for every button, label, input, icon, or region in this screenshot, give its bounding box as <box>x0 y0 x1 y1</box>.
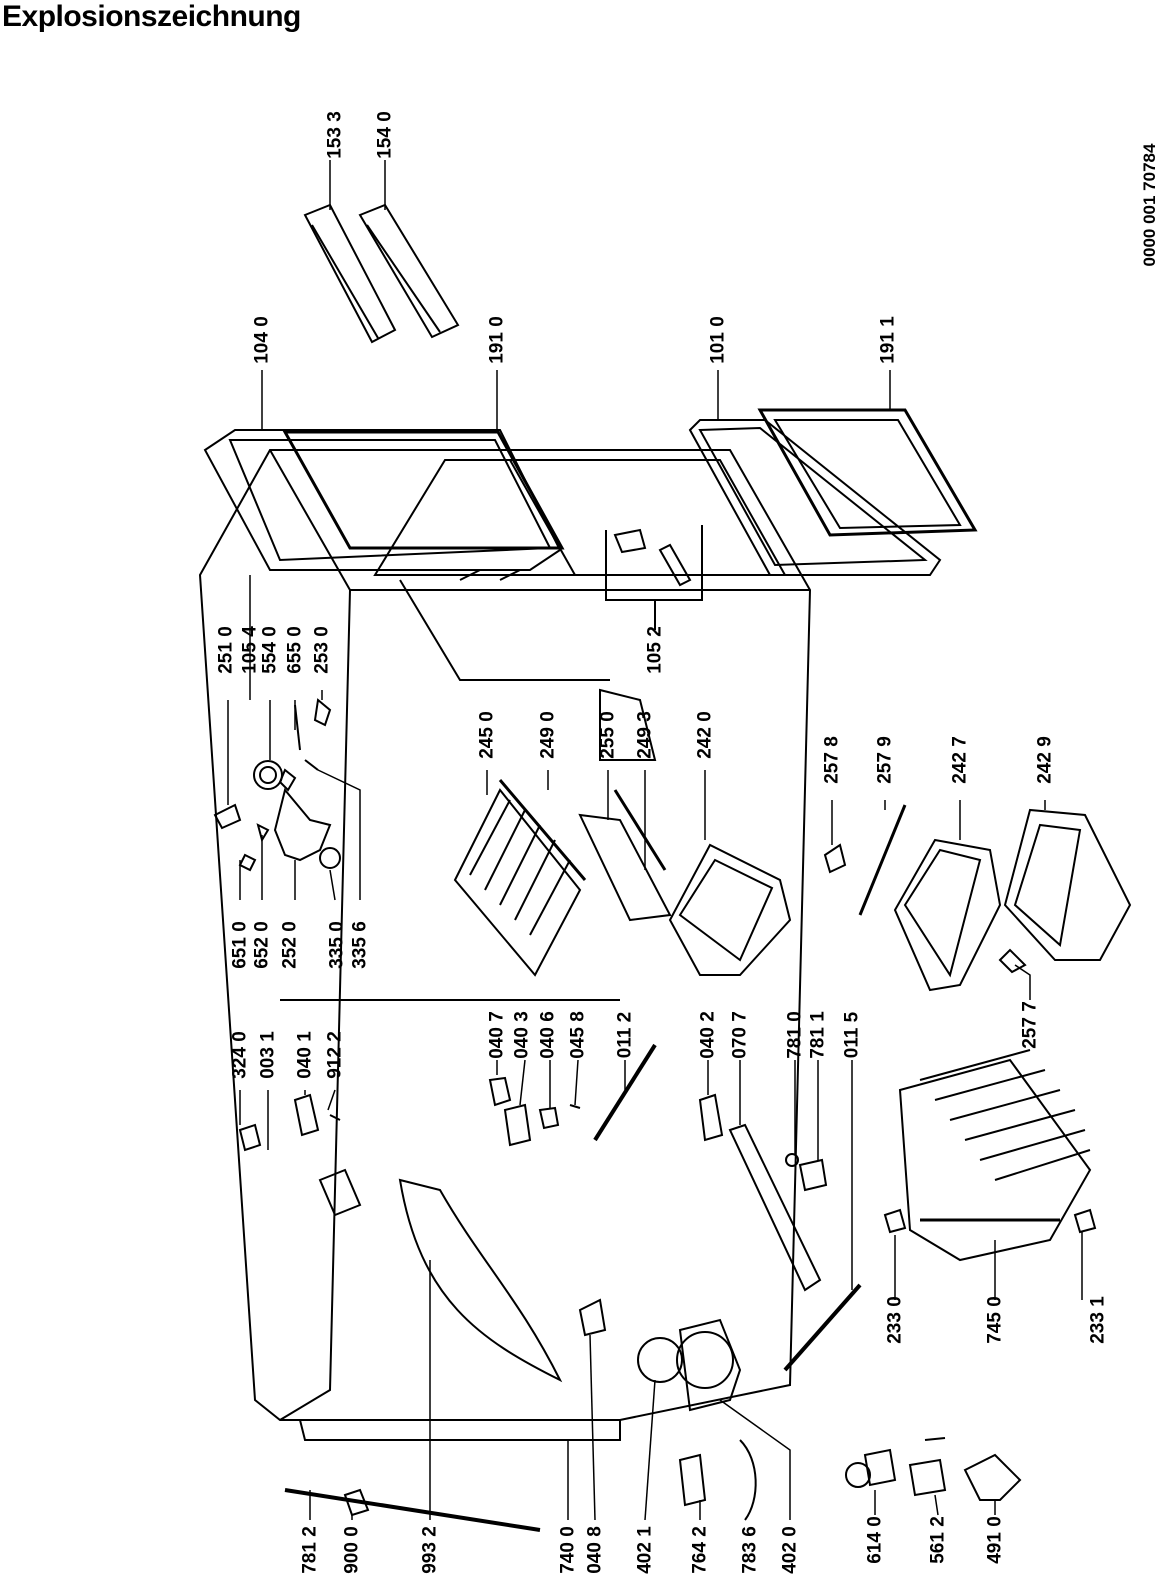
part-label: 105 4 <box>239 626 261 674</box>
part-label: 003 1 <box>257 1031 279 1079</box>
part-label: 251 0 <box>215 626 237 674</box>
part-label: 655 0 <box>284 626 306 674</box>
part-label: 040 1 <box>294 1031 316 1079</box>
hinges-and-fittings <box>238 1043 862 1372</box>
part-label: 402 0 <box>779 1526 801 1574</box>
part-label: 651 0 <box>229 921 251 969</box>
part-label: 040 8 <box>584 1526 606 1574</box>
part-label: 257 7 <box>1019 1001 1041 1049</box>
part-label: 105 2 <box>644 626 666 674</box>
part-label: 255 0 <box>597 711 619 759</box>
part-label: 233 0 <box>884 1296 906 1344</box>
part-label: 257 9 <box>874 736 896 784</box>
part-label: 040 3 <box>511 1011 533 1059</box>
part-label: 402 1 <box>634 1526 656 1574</box>
wire-baskets <box>883 1049 1097 1262</box>
part-label: 011 2 <box>614 1011 636 1059</box>
part-label: 900 0 <box>341 1526 363 1574</box>
part-label: 191 0 <box>486 316 508 364</box>
part-label: 257 8 <box>821 736 843 784</box>
callout-lines <box>227 160 1083 1521</box>
part-label: 781 0 <box>784 1011 806 1059</box>
condenser-coil <box>284 1419 621 1532</box>
door-shelf-upper <box>303 203 460 344</box>
part-label: 335 0 <box>326 921 348 969</box>
part-label: 070 7 <box>729 1011 751 1059</box>
electrical-components <box>845 1437 1022 1501</box>
part-label: 614 0 <box>864 1516 886 1564</box>
part-label: 040 2 <box>697 1011 719 1059</box>
part-label: 040 7 <box>486 1011 508 1059</box>
refrigerator-cabinet <box>198 449 812 1421</box>
part-label: 249 0 <box>537 711 559 759</box>
part-label: 242 7 <box>949 736 971 784</box>
part-label: 252 0 <box>279 921 301 969</box>
part-label: 242 0 <box>694 711 716 759</box>
part-label: 781 1 <box>807 1011 829 1059</box>
part-label: 912 2 <box>324 1031 346 1079</box>
part-label: 745 0 <box>984 1296 1006 1344</box>
part-label: 652 0 <box>251 921 273 969</box>
part-label: 324 0 <box>229 1031 251 1079</box>
shelves-and-crisper <box>453 779 792 977</box>
compressor <box>637 1318 757 1521</box>
part-label: 242 9 <box>1034 736 1056 784</box>
part-label: 191 1 <box>877 316 899 364</box>
part-label: 245 0 <box>476 711 498 759</box>
part-label: 764 2 <box>689 1526 711 1574</box>
part-label: 993 2 <box>419 1526 441 1574</box>
part-label: 781 2 <box>299 1526 321 1574</box>
part-label: 249 3 <box>634 711 656 759</box>
lower-door <box>688 408 978 576</box>
part-label: 104 0 <box>251 316 273 364</box>
part-label: 783 6 <box>739 1526 761 1574</box>
thermostat-controls <box>213 698 341 872</box>
part-label: 233 1 <box>1087 1296 1109 1344</box>
part-label: 045 8 <box>567 1011 589 1059</box>
part-label: 335 6 <box>349 921 371 969</box>
part-label: 101 0 <box>707 316 729 364</box>
page-title: Explosionszeichnung <box>2 0 301 33</box>
part-label: 554 0 <box>259 626 281 674</box>
freezer-drawers <box>823 804 1132 992</box>
part-label: 153 3 <box>324 111 346 159</box>
part-label: 154 0 <box>374 111 396 159</box>
part-label: 253 0 <box>311 626 333 674</box>
part-label: 491 0 <box>984 1516 1006 1564</box>
hinge-bracket-group <box>605 525 703 630</box>
part-label: 561 2 <box>927 1516 949 1564</box>
part-label: 040 6 <box>537 1011 559 1059</box>
part-label: 740 0 <box>557 1526 579 1574</box>
part-label: 011 5 <box>841 1011 863 1059</box>
